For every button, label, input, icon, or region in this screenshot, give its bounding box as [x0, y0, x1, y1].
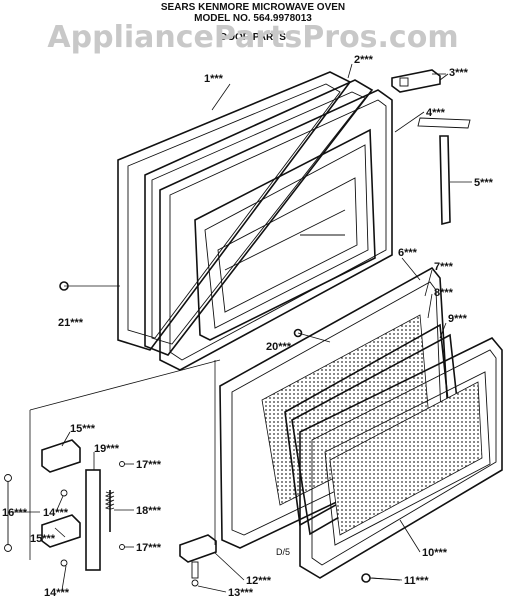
hinge-bracket-part-3	[391, 69, 449, 93]
outer-frame-part-1	[117, 71, 352, 351]
callout-labels: 1*** 2*** 3*** 4*** 5*** 6*** 7*** 8*** …	[2, 54, 494, 599]
choke-frame-part-2	[144, 79, 374, 356]
lower-hinge-part-12-13	[179, 534, 217, 587]
callout-13: 13***	[228, 587, 254, 599]
callout-12: 12***	[246, 575, 272, 587]
callout-16: 16***	[2, 507, 28, 519]
screw-part-16-lower	[4, 544, 12, 552]
latch-part-15-lower	[41, 514, 81, 548]
callout-14-lower: 14***	[44, 587, 70, 599]
header-line-3: DOOR PARTS	[220, 32, 286, 43]
screw-part-14-upper	[60, 489, 68, 497]
screw-part-11	[361, 573, 401, 583]
header-line-1: SEARS KENMORE MICROWAVE OVEN	[161, 2, 345, 13]
door-shell-part-10	[299, 337, 503, 579]
latch-assembly	[4, 439, 125, 571]
header-line-2: MODEL NO. 564.9978013	[194, 13, 312, 24]
callout-11: 11***	[404, 575, 429, 587]
callout-6: 6***	[398, 247, 418, 259]
callout-8: 8***	[434, 287, 454, 299]
screw-part-17-upper	[119, 461, 125, 467]
leader-lines	[8, 63, 472, 593]
bar-part-5	[439, 135, 451, 226]
screw-part-17-lower	[119, 544, 125, 550]
latch-part-15-upper	[41, 439, 81, 473]
main-door-panel	[159, 89, 393, 371]
callout-14-upper: 14***	[43, 507, 69, 519]
drawing-mark: D/5	[276, 547, 290, 557]
callout-3: 3***	[449, 67, 469, 79]
callout-15-lower: 15***	[30, 533, 56, 545]
strip-part-4	[417, 117, 471, 129]
callout-2: 2***	[354, 54, 374, 66]
callout-21: 21***	[58, 317, 84, 329]
callout-7: 7***	[434, 261, 454, 273]
callout-10: 10***	[422, 547, 448, 559]
screw-part-16-upper	[4, 474, 12, 482]
callout-18: 18***	[136, 505, 162, 517]
callout-15-upper: 15***	[70, 423, 96, 435]
callout-19: 19***	[94, 443, 120, 455]
callout-17-upper: 17***	[136, 459, 162, 471]
callout-20: 20***	[266, 341, 292, 353]
screw-part-14-lower	[60, 559, 68, 567]
callout-5: 5***	[474, 177, 494, 189]
callout-9: 9***	[448, 313, 468, 325]
screw-part-20	[293, 328, 303, 338]
callout-17-lower: 17***	[136, 542, 162, 554]
watermark: AppliancePartsPros.com	[47, 20, 458, 55]
assembly-guide-lines	[29, 285, 331, 560]
latch-plate-part-19	[85, 469, 101, 571]
callout-1: 1***	[204, 73, 224, 85]
callout-4: 4***	[426, 107, 446, 119]
